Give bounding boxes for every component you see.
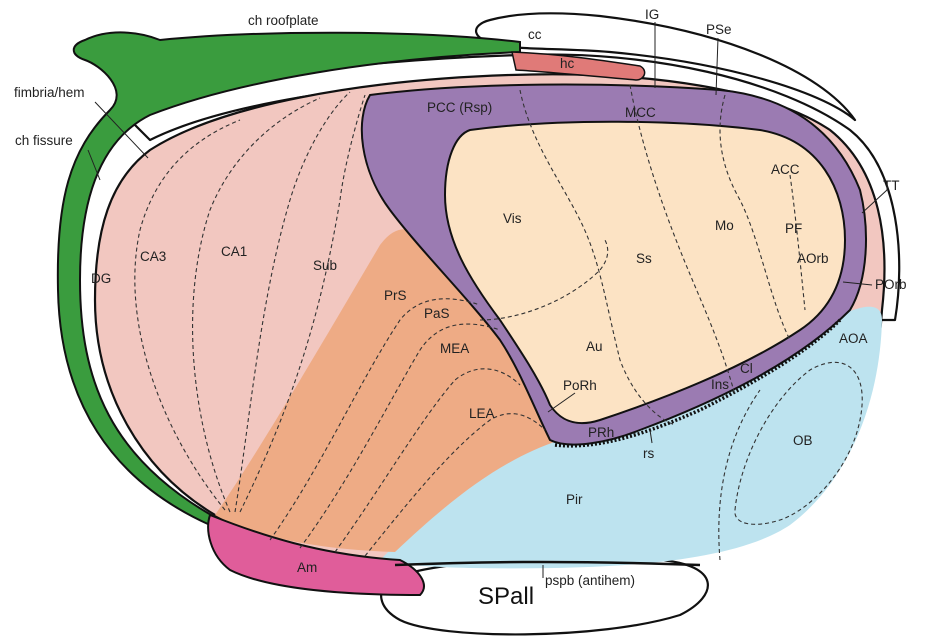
- label-pspb: pspb (antihem): [545, 573, 635, 588]
- label-pf: PF: [785, 221, 802, 236]
- pf-aorb-boundary: [789, 174, 806, 311]
- label-pse: PSe: [706, 22, 732, 37]
- pas-mea-boundary: [299, 323, 501, 549]
- label-dg: DG: [91, 271, 111, 286]
- label-hc: hc: [560, 56, 575, 71]
- label-fimbria-hem: fimbria/hem: [14, 85, 85, 100]
- roofplate-green-band: [56, 31, 521, 527]
- mea-lea-boundary: [334, 368, 521, 553]
- rs-leader: [649, 429, 653, 444]
- label-ins: Ins: [711, 377, 729, 392]
- tt-leader: [861, 189, 888, 214]
- porh-leader: [547, 392, 576, 413]
- ch-fissure-leader: [87, 149, 101, 181]
- label-ob: OB: [793, 433, 813, 448]
- label-aoa: AOA: [839, 331, 868, 346]
- label-pas: PaS: [424, 306, 450, 321]
- label-rs: rs: [643, 446, 654, 461]
- label-mo: Mo: [715, 218, 734, 233]
- mo-pf-boundary: [719, 94, 791, 341]
- label-mea: MEA: [440, 341, 469, 356]
- label-cc: cc: [528, 27, 542, 42]
- label-ch-roofplate: ch roofplate: [248, 13, 319, 28]
- sub-prs-boundary: [239, 94, 366, 513]
- label-ca3: CA3: [140, 249, 166, 264]
- label-prs: PrS: [384, 288, 407, 303]
- label-sub: Sub: [313, 258, 337, 273]
- spall-region: [380, 557, 709, 636]
- prs-pas-boundary: [269, 298, 481, 541]
- lea-inner-boundary: [364, 413, 546, 557]
- porb-leader: [842, 281, 873, 286]
- label-au: Au: [586, 339, 603, 354]
- label-ch-fissure: ch fissure: [15, 133, 73, 148]
- label-cl: Cl: [740, 361, 753, 376]
- label-spall: SPall: [478, 583, 534, 610]
- label-porb: POrb: [875, 277, 907, 292]
- label-pir: Pir: [566, 492, 583, 507]
- label-prh: PRh: [588, 425, 614, 440]
- label-aorb: AOrb: [797, 251, 829, 266]
- ca1-sub-boundary: [234, 91, 351, 513]
- pse-leader: [715, 37, 719, 96]
- label-ig: IG: [645, 7, 659, 22]
- fimbria-leader: [94, 101, 149, 159]
- label-porh: PoRh: [563, 378, 597, 393]
- label-acc: ACC: [771, 162, 800, 177]
- ca3-ca1-boundary: [192, 97, 321, 513]
- label-pcc: PCC (Rsp): [427, 100, 492, 115]
- pspb-line: [394, 560, 701, 567]
- hc-region: [511, 51, 646, 81]
- ob-outline: [734, 361, 863, 525]
- label-lea: LEA: [469, 406, 495, 421]
- parahippocampal-region: [215, 229, 560, 552]
- label-tt: TT: [883, 178, 900, 193]
- neocortex-region: [443, 120, 847, 425]
- label-vis: Vis: [503, 211, 522, 226]
- label-am: Am: [297, 560, 317, 575]
- label-ss: Ss: [636, 251, 652, 266]
- vis-au-boundary: [479, 239, 609, 321]
- ss-mo-boundary: [629, 84, 736, 396]
- label-ca1: CA1: [221, 244, 247, 259]
- dg-ca3-boundary: [134, 119, 241, 511]
- amygdala-region: [207, 513, 425, 597]
- pir-ob-boundary: [718, 389, 761, 561]
- label-mcc: MCC: [625, 105, 656, 120]
